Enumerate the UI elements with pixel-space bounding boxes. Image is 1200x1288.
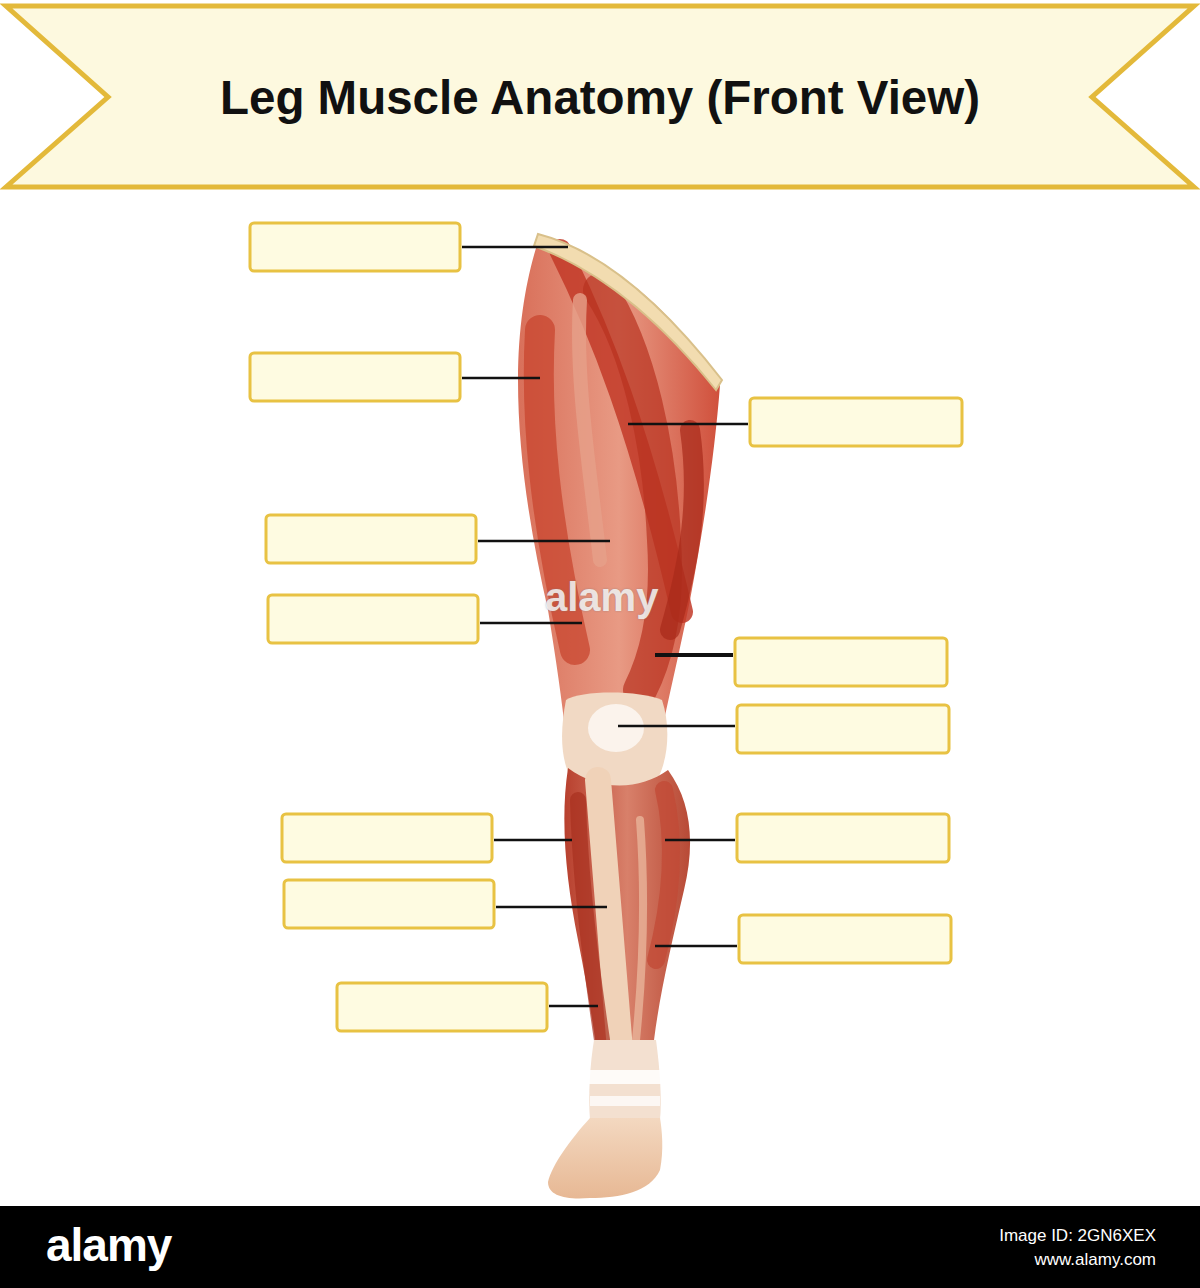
footer-bar [0,1206,1200,1288]
empty-label-box [250,223,460,271]
leader-line [655,653,733,657]
diagram-title: Leg Muscle Anatomy (Front View) [110,70,1090,125]
retinaculum [590,1096,660,1106]
leader-line [618,725,735,728]
leader-line [655,945,737,948]
leader-line [628,423,748,426]
empty-label-box [750,398,962,446]
leader-line [478,540,610,543]
rectus-femoris [600,290,665,690]
empty-label-box [735,638,947,686]
tendon [636,820,643,1040]
empty-label-box [739,915,951,963]
empty-label-box [337,983,547,1031]
hip-bone [534,234,722,390]
footer-url: www.alamy.com [860,1250,1156,1270]
watermark: alamy [545,575,658,620]
empty-label-box [284,880,494,928]
leader-line [665,839,735,842]
empty-label-box [250,353,460,401]
empty-label-box [266,515,476,563]
lower-leg [564,768,690,1060]
patella [588,704,644,752]
tibialis-anterior [578,800,602,1040]
empty-label-box [737,705,949,753]
leader-lines [462,247,748,1006]
foot [548,1118,662,1198]
empty-label-box [268,595,478,643]
gastrocnemius [656,790,671,960]
leader-line [480,622,582,625]
footer-logo: alamy [46,1218,171,1272]
vastus-medialis [670,430,694,630]
leader-line [462,246,568,249]
leader-line [496,906,607,909]
label-boxes [250,223,962,1031]
empty-label-box [282,814,492,862]
retinaculum [588,1070,662,1084]
thigh [518,236,720,740]
empty-label-box [737,814,949,862]
image-id: Image ID: 2GN6XEX [860,1226,1156,1246]
leader-line [494,839,572,842]
tensor-band [579,300,600,560]
leader-line [462,377,540,380]
title-banner [6,6,1194,187]
leader-line [549,1005,598,1008]
